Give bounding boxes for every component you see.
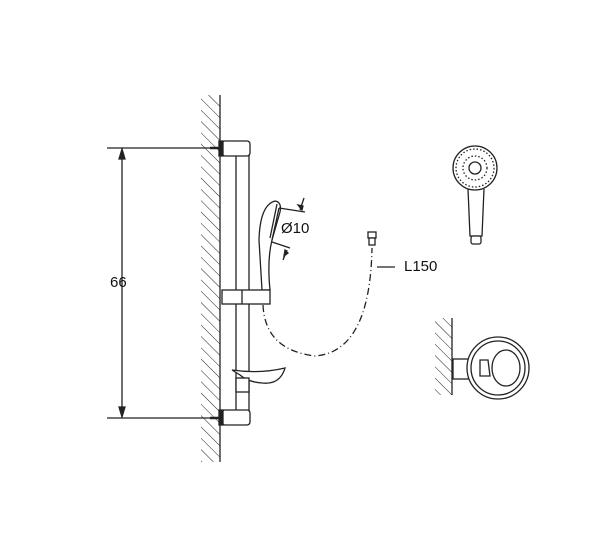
wall-bracket	[435, 318, 530, 400]
hose	[262, 231, 395, 357]
hand-shower-front	[452, 145, 498, 245]
diameter-label: Ø10	[281, 220, 310, 237]
wall-hatching	[201, 95, 221, 462]
slide-rail	[210, 140, 251, 426]
diameter-dimension	[271, 197, 306, 261]
height-dimension-line	[107, 146, 215, 420]
soap-dish	[231, 367, 286, 393]
height-dimension-label: 66	[110, 274, 127, 291]
hand-shower-side	[221, 200, 282, 305]
hose-length-label: L150	[404, 258, 438, 275]
